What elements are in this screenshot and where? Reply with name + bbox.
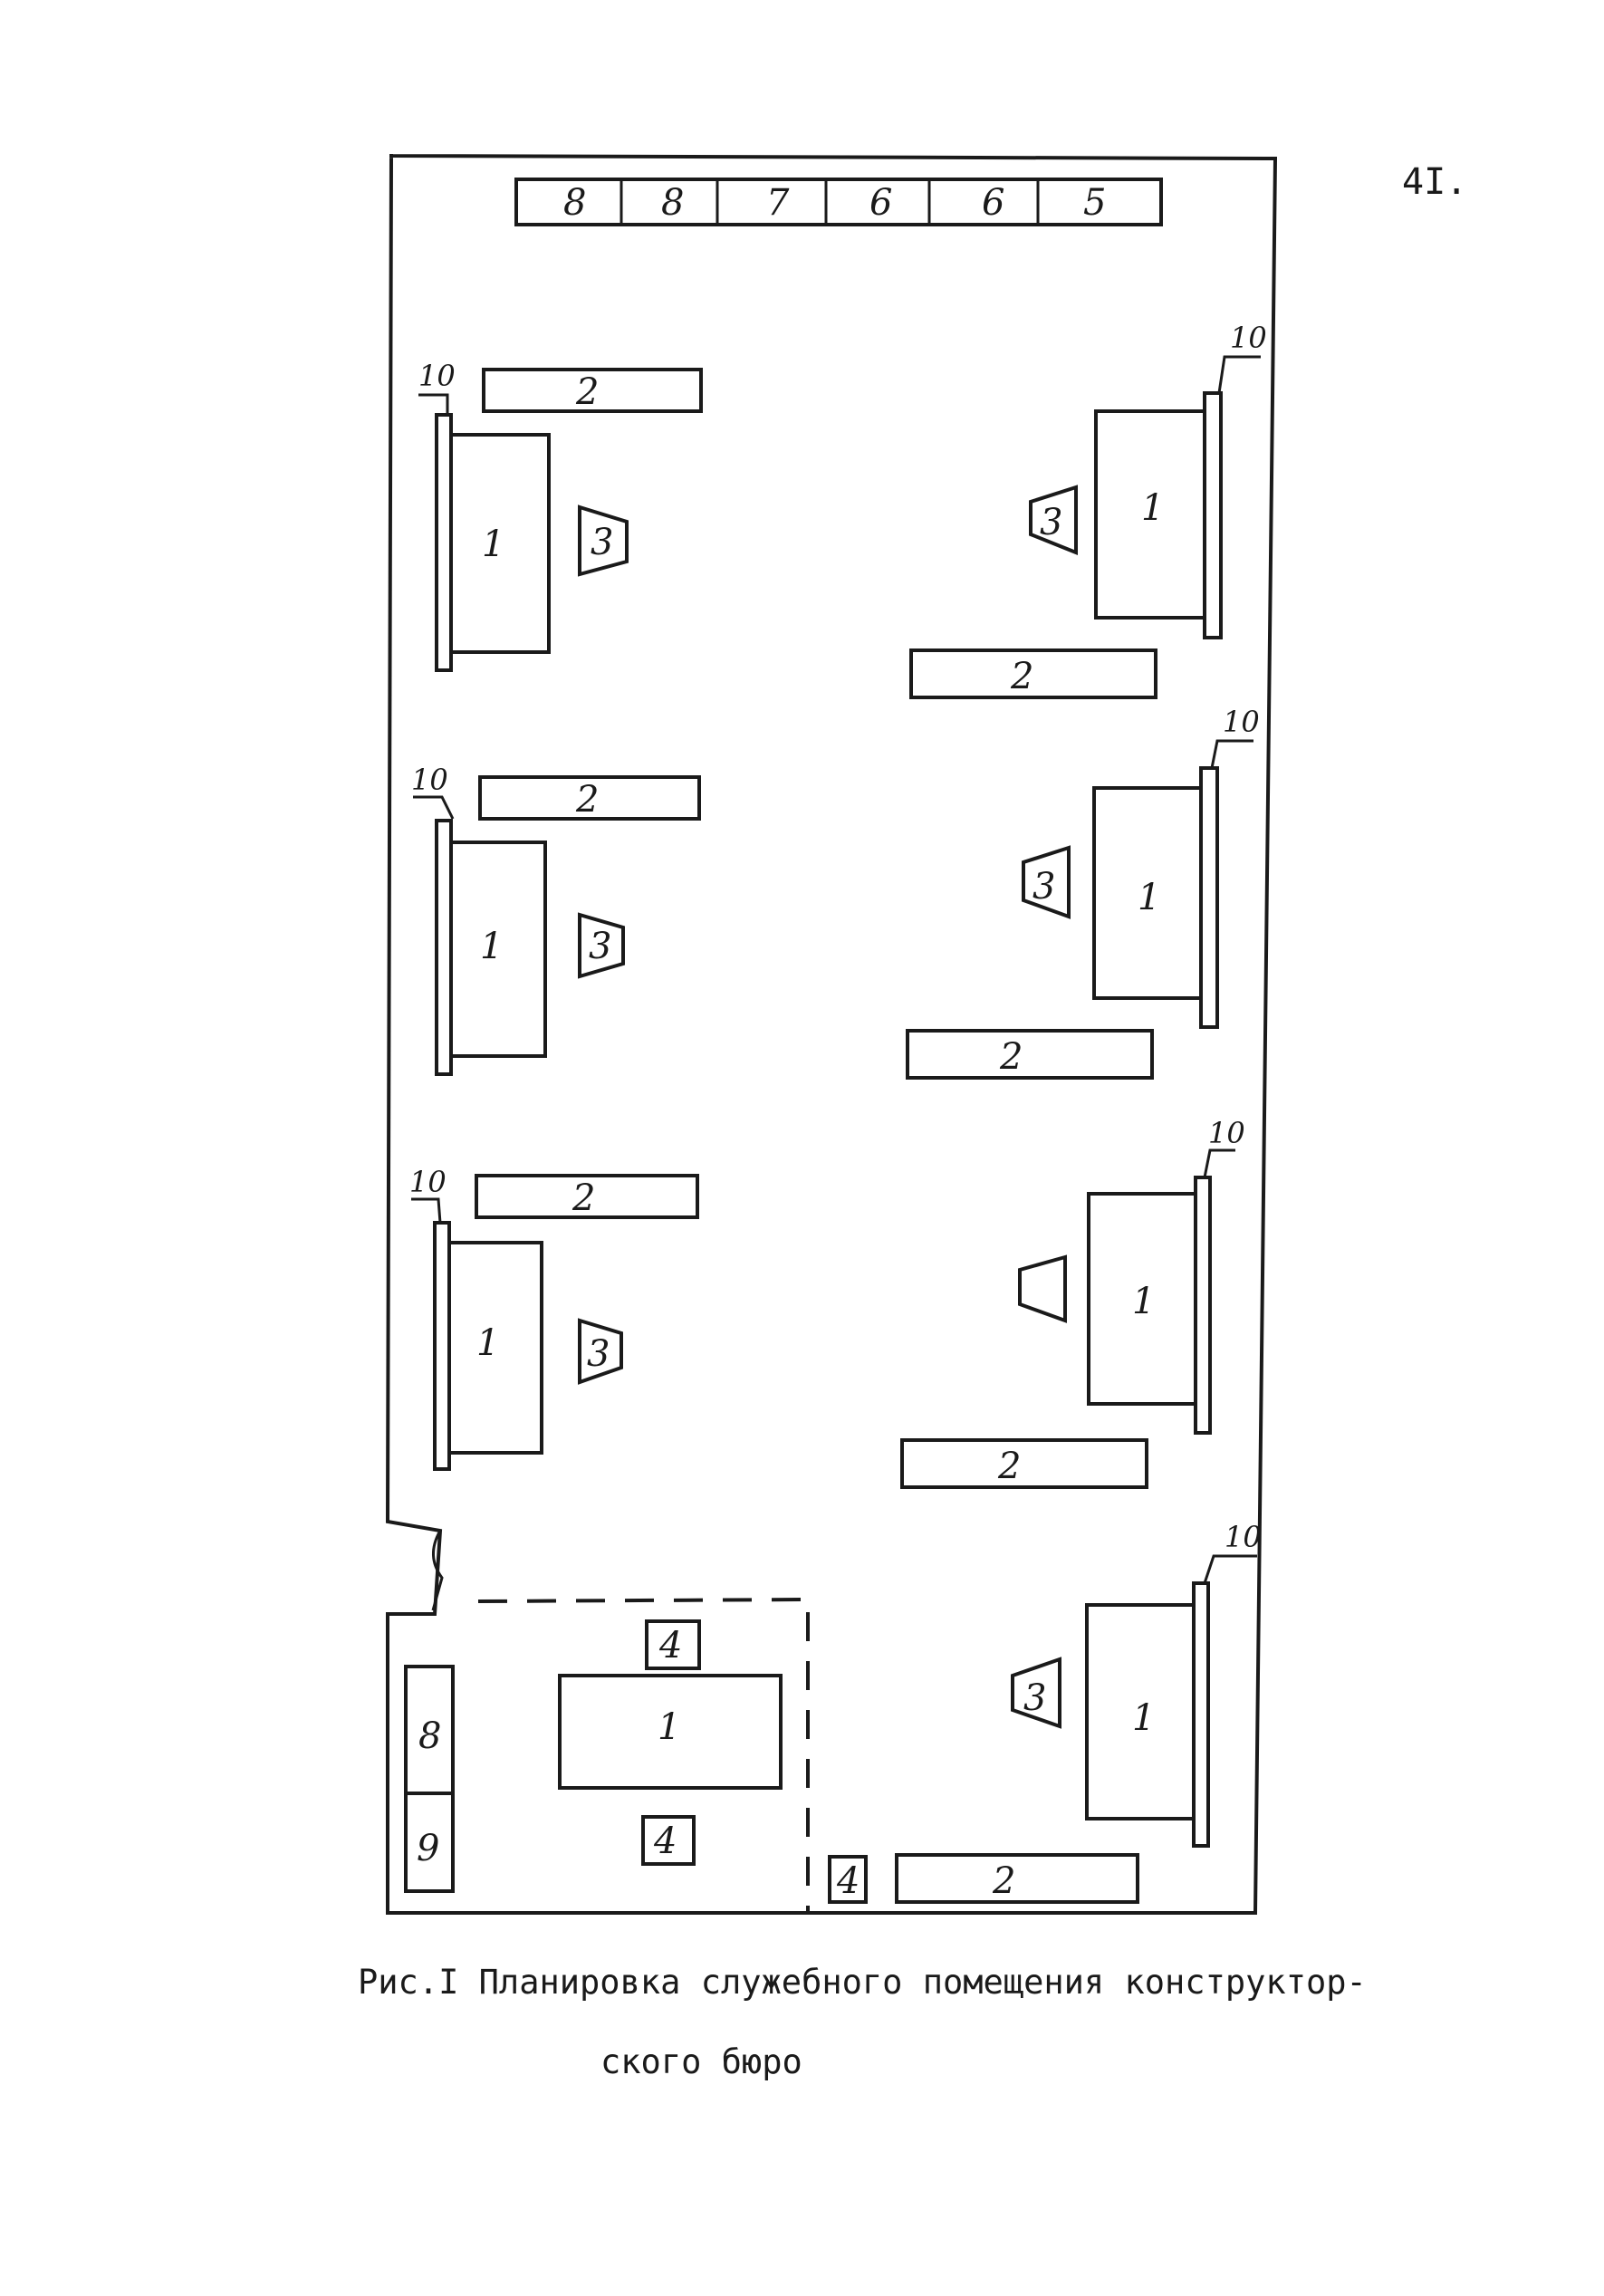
- chair: [1011, 1657, 1061, 1729]
- cabinet-9-label: 9: [417, 1828, 439, 1869]
- cabinet-label: 7: [766, 182, 790, 224]
- cabinet-8: [404, 1665, 455, 1795]
- desk-label: 1: [658, 1706, 680, 1748]
- desk: [1094, 409, 1206, 620]
- window-strip: [1192, 1581, 1210, 1848]
- chair: [578, 912, 625, 979]
- table: [906, 1029, 1154, 1080]
- window-label: 10: [418, 359, 456, 393]
- room-wall: [385, 154, 1278, 1915]
- table: [475, 1174, 699, 1219]
- chair: [1018, 1254, 1067, 1323]
- desk-label: 1: [476, 1322, 499, 1364]
- page-number: 4I.: [1402, 161, 1468, 203]
- cabinet-9: [404, 1792, 455, 1893]
- chair-label: 3: [1040, 502, 1062, 543]
- table-label: 2: [997, 1446, 1021, 1487]
- workstation-left-2: 2 1 3 10: [411, 763, 701, 1076]
- workstation-right-2: 1 3 2 10: [906, 705, 1260, 1080]
- cabinet-8-label: 8: [418, 1715, 441, 1757]
- door: [431, 1530, 444, 1611]
- window-strip: [1199, 766, 1219, 1029]
- desk-label: 1: [1132, 1281, 1155, 1322]
- cabinet-label: 8: [563, 182, 586, 224]
- partition-dashed: [477, 1597, 810, 1913]
- workstation-right-4: 1 3 2 4 10: [828, 1520, 1262, 1904]
- window-label: 10: [1208, 1116, 1245, 1150]
- chair-label: 3: [1033, 866, 1055, 908]
- workstation-left-3: 2 1 3 10: [409, 1165, 699, 1471]
- table-label: 2: [992, 1860, 1015, 1902]
- table-label: 2: [571, 1177, 595, 1219]
- table: [482, 368, 703, 413]
- table-label: 2: [575, 779, 599, 821]
- figure-caption: Рис.I Планировка служебного помещения ко…: [358, 1943, 1367, 2102]
- desk: [1087, 1192, 1199, 1406]
- chair-label: 3: [591, 522, 613, 563]
- desk: [1085, 1603, 1197, 1820]
- window-strip: [1194, 1176, 1212, 1435]
- cabinet-label: 8: [661, 182, 684, 224]
- table: [895, 1853, 1139, 1904]
- table: [478, 775, 701, 821]
- desk: [1092, 786, 1205, 1000]
- desk: [449, 433, 551, 654]
- cabinet-label: 6: [982, 182, 1004, 224]
- chair: [1022, 845, 1071, 919]
- floor-plan: 8 8 7 6 6 5 2 1 3 10 2 1 3 10 2 1 3 10: [385, 154, 1278, 1915]
- meeting-area: 4 1 4 8 9: [404, 1619, 783, 1893]
- window-label: 10: [409, 1165, 447, 1199]
- stool: [645, 1619, 701, 1670]
- stool: [641, 1815, 696, 1866]
- cabinet-label: 6: [869, 182, 892, 224]
- desk: [447, 1241, 543, 1455]
- window-strip: [433, 1221, 451, 1471]
- window-label: 10: [1223, 705, 1260, 739]
- desk-label: 1: [480, 926, 503, 967]
- desk-label: 1: [1141, 487, 1164, 529]
- chair: [578, 504, 629, 577]
- caption-line-1: Рис.I Планировка служебного помещения ко…: [358, 1963, 1367, 2002]
- window-strip: [1203, 391, 1223, 639]
- table-label: 2: [575, 371, 599, 413]
- window-strip: [435, 413, 453, 672]
- stool: [828, 1855, 868, 1904]
- table-label: 2: [1010, 656, 1033, 697]
- table-label: 2: [999, 1036, 1023, 1078]
- window-label: 10: [411, 763, 448, 797]
- stool-label: 4: [836, 1860, 860, 1902]
- chair: [1029, 485, 1078, 555]
- chair-label: 3: [589, 926, 611, 967]
- stool-label: 4: [658, 1625, 682, 1667]
- chair: [578, 1318, 623, 1385]
- chair-label: 3: [587, 1333, 610, 1375]
- window-label: 10: [1225, 1520, 1262, 1554]
- table: [900, 1438, 1148, 1489]
- desk: [558, 1674, 783, 1790]
- cabinet-row: 8 8 7 6 6 5: [514, 178, 1163, 226]
- workstation-left-1: 2 1 3 10: [418, 359, 703, 672]
- desk: [449, 841, 547, 1058]
- workstation-right-3: 1 2 10: [900, 1116, 1245, 1489]
- window-label: 10: [1230, 321, 1267, 355]
- desk-label: 1: [1138, 877, 1160, 918]
- workstation-right-1: 1 3 2 10: [909, 321, 1267, 699]
- window-strip: [435, 819, 453, 1076]
- cabinet-label: 5: [1083, 182, 1106, 224]
- desk-label: 1: [482, 524, 504, 565]
- caption-line-2: ского бюро: [600, 2042, 802, 2081]
- stool-label: 4: [653, 1820, 677, 1862]
- desk-label: 1: [1132, 1697, 1155, 1739]
- chair-label: 3: [1023, 1677, 1046, 1719]
- table: [909, 648, 1157, 699]
- cabinet-row-frame: [514, 178, 1163, 226]
